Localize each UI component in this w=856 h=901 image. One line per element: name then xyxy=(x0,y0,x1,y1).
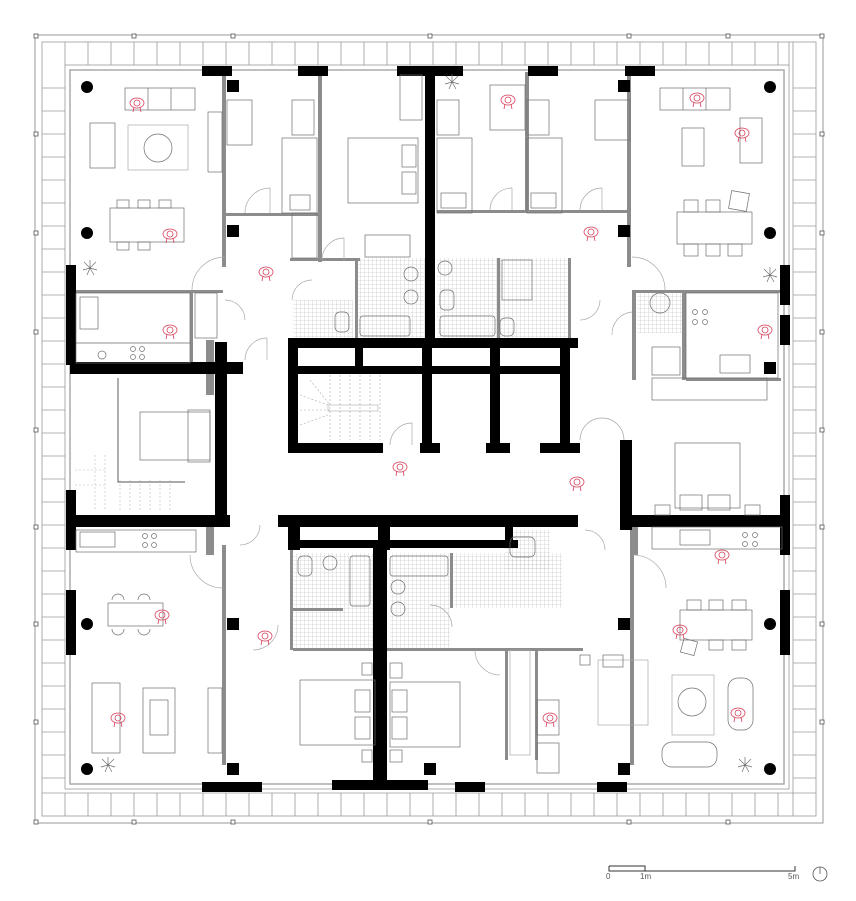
scale-bar xyxy=(608,865,796,872)
scale-label-1m: 1m xyxy=(640,872,652,881)
structural-walls xyxy=(66,66,790,792)
wet-rooms xyxy=(290,258,682,648)
scale-label-0: 0 xyxy=(606,872,611,881)
north-arrow-icon xyxy=(812,866,828,882)
duplex-rail xyxy=(117,378,185,483)
balcony-grating xyxy=(42,42,816,816)
furniture xyxy=(75,74,783,774)
door-swings xyxy=(189,187,667,676)
stair-landing xyxy=(327,404,379,412)
railing-posts xyxy=(33,33,825,825)
partition-walls xyxy=(73,72,781,765)
duplex-stair xyxy=(75,455,171,512)
scale-label-5m: 5m xyxy=(788,872,800,881)
core-stair xyxy=(299,375,381,440)
round-columns xyxy=(81,81,776,775)
